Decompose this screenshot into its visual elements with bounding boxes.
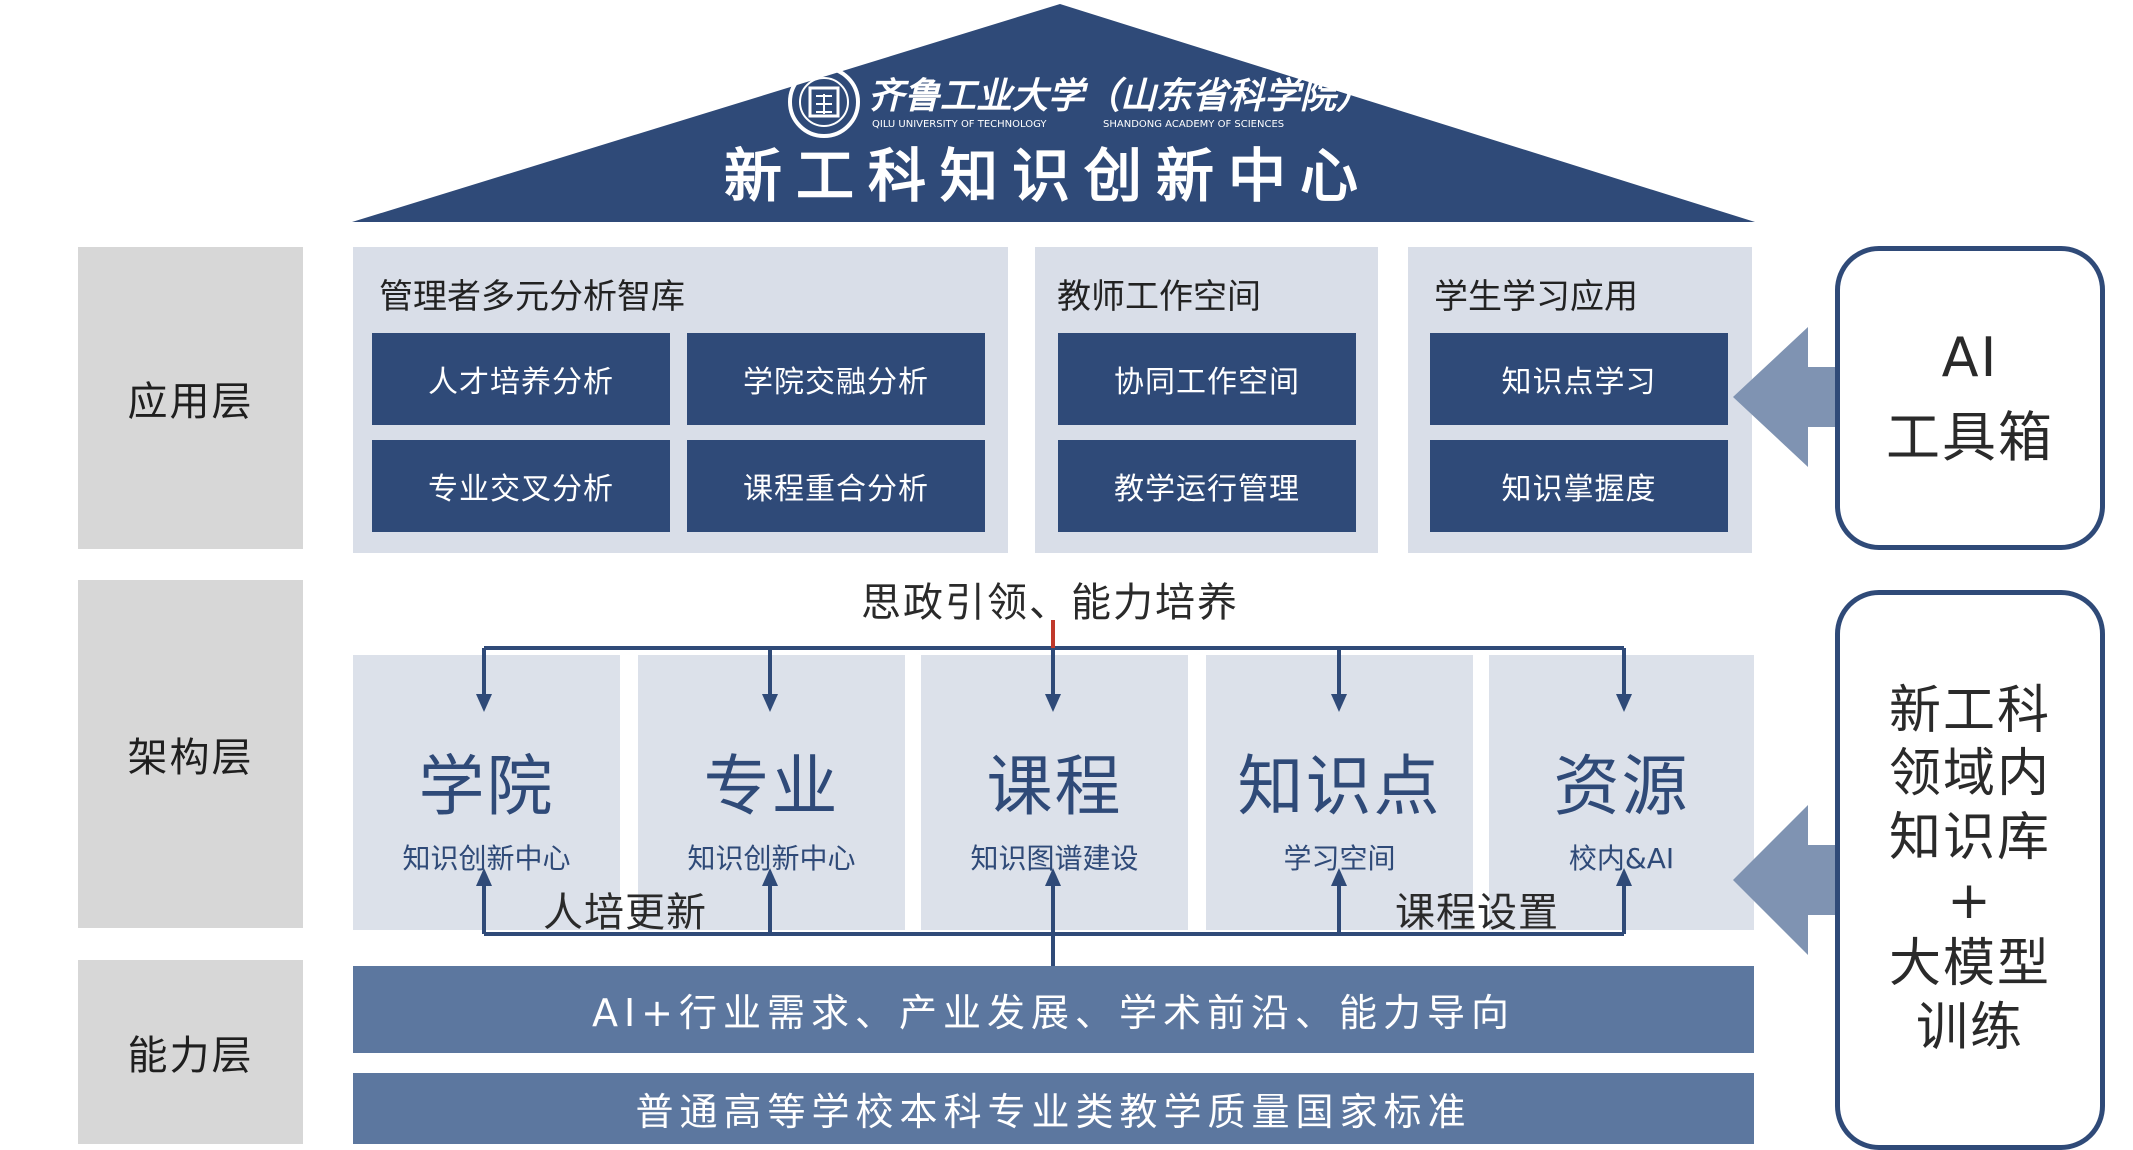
major-cross-analysis-button[interactable]: 专业交叉分析 — [372, 440, 670, 532]
panel-title: 管理者多元分析智库 — [379, 277, 685, 317]
knowledge-line: 知识库 — [1888, 807, 2051, 868]
panel-title: 学生学习应用 — [1434, 277, 1638, 317]
talent-update-label: 人培更新 — [543, 890, 707, 936]
ai-label: AI — [1941, 326, 1999, 390]
capability-bar-national-standard: 普通高等学校本科专业类教学质量国家标准 — [353, 1073, 1754, 1144]
course-overlap-analysis-button[interactable]: 课程重合分析 — [687, 440, 985, 532]
column-title: 资源 — [1553, 748, 1690, 825]
course-setting-label: 课程设置 — [1395, 890, 1559, 936]
knowledge-line: + — [1947, 871, 1993, 931]
column-title: 知识点 — [1237, 748, 1442, 825]
capability-bar-industry: AI+行业需求、产业发展、学术前沿、能力导向 — [353, 966, 1754, 1053]
university-name-en: QILU UNIVERSITY OF TECHNOLOGY — [872, 119, 1047, 130]
knowledge-line: 训练 — [1915, 997, 2024, 1058]
column-subtitle: 知识创新中心 — [687, 842, 856, 875]
academy-name-en: SHANDONG ACADEMY OF SCIENCES — [1103, 119, 1284, 130]
ideology-label: 思政引领、能力培养 — [861, 580, 1239, 626]
knowledge-mastery-button[interactable]: 知识掌握度 — [1430, 440, 1728, 532]
teaching-operation-management-button[interactable]: 教学运行管理 — [1058, 440, 1356, 532]
roof-shape — [352, 4, 1755, 222]
collaborative-workspace-button[interactable]: 协同工作空间 — [1058, 333, 1356, 425]
knowledge-line: 大模型 — [1888, 934, 2051, 995]
column-title: 专业 — [703, 748, 840, 825]
panel-title: 教师工作空间 — [1057, 277, 1261, 317]
column-subtitle: 学习空间 — [1283, 842, 1396, 875]
knowledge-line: 新工科 — [1888, 680, 2051, 741]
column-title: 学院 — [418, 748, 555, 825]
university-logo — [788, 66, 860, 138]
college-integration-analysis-button[interactable]: 学院交融分析 — [687, 333, 985, 425]
column-subtitle: 知识图谱建设 — [970, 842, 1139, 875]
layer-label-architecture: 架构层 — [78, 580, 303, 928]
university-name-cn: 齐鲁工业大学（山东省科学院） — [868, 75, 1372, 117]
knowledge-point-learning-button[interactable]: 知识点学习 — [1430, 333, 1728, 425]
knowledge-base-box: 新工科 领域内 知识库 + 大模型 训练 — [1835, 590, 2105, 1150]
center-title: 新工科知识创新中心 — [724, 142, 1372, 210]
knowledge-line: 领域内 — [1888, 744, 2051, 805]
layer-label-capability: 能力层 — [78, 960, 303, 1144]
column-subtitle: 校内&AI — [1568, 842, 1675, 875]
column-title: 课程 — [986, 748, 1123, 825]
layer-label-application: 应用层 — [78, 247, 303, 549]
column-subtitle: 知识创新中心 — [402, 842, 571, 875]
ai-toolbox-box: AI 工具箱 — [1835, 246, 2105, 550]
roof: 齐鲁工业大学（山东省科学院） QILU UNIVERSITY OF TECHNO… — [352, 4, 1755, 222]
column-course: 课程 知识图谱建设 — [921, 655, 1188, 930]
toolbox-label: 工具箱 — [1886, 406, 2054, 469]
talent-training-analysis-button[interactable]: 人才培养分析 — [372, 333, 670, 425]
